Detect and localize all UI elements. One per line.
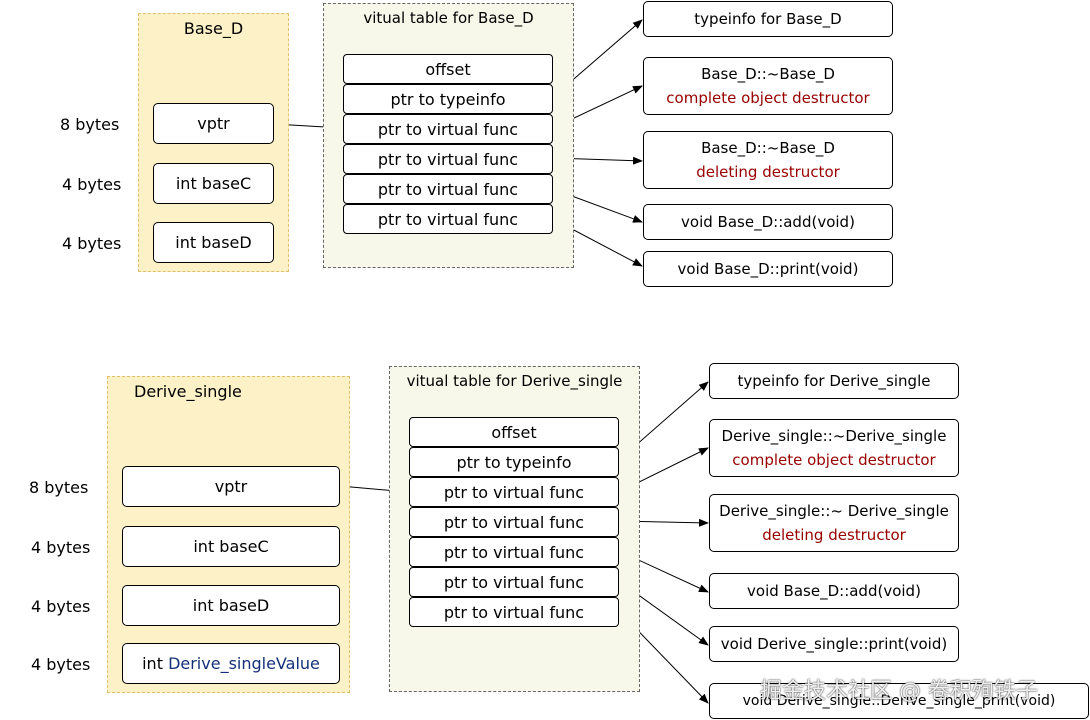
target-line: Derive_single::~ Derive_single: [719, 502, 949, 520]
field-int-basec: int baseC: [122, 526, 340, 567]
target-line: void Derive_single::Derive_single_print(…: [742, 693, 1056, 709]
target-line: void Base_D::add(void): [681, 213, 855, 231]
target-typeinfo: typeinfo for Derive_single: [709, 363, 959, 399]
target-line: typeinfo for Base_D: [694, 10, 842, 28]
vtable-cell-typeinfo: ptr to typeinfo: [409, 447, 619, 477]
target-typeinfo: typeinfo for Base_D: [643, 1, 893, 37]
target-print: void Derive_single::print(void): [709, 626, 959, 662]
target-add: void Base_D::add(void): [643, 204, 893, 240]
field-size-label: 8 bytes: [60, 115, 120, 134]
target-sub-line: deleting destructor: [696, 163, 840, 181]
target-sub-line: deleting destructor: [762, 526, 906, 544]
vtable-cell-offset: offset: [343, 54, 553, 84]
field-type: int: [142, 654, 169, 673]
vtable-cell-virtual-func: ptr to virtual func: [343, 114, 553, 144]
target-line: typeinfo for Derive_single: [737, 372, 931, 390]
target-complete-destructor: Derive_single::~Derive_single complete o…: [709, 419, 959, 477]
field-size-label: 4 bytes: [31, 655, 91, 674]
target-line: Base_D::~Base_D: [701, 139, 835, 157]
target-deleting-destructor: Base_D::~Base_D deleting destructor: [643, 131, 893, 189]
target-derive-single-print: void Derive_single::Derive_single_print(…: [709, 683, 1089, 719]
field-member-name: Derive_singleValue: [168, 654, 320, 673]
field-size-label: 4 bytes: [62, 234, 122, 253]
vtable-cell-offset: offset: [409, 417, 619, 447]
vtable-cell-virtual-func: ptr to virtual func: [409, 567, 619, 597]
target-line: void Base_D::print(void): [677, 260, 859, 278]
target-complete-destructor: Base_D::~Base_D complete object destruct…: [643, 57, 893, 115]
vtable-cell-virtual-func: ptr to virtual func: [343, 174, 553, 204]
field-size-label: 4 bytes: [62, 175, 122, 194]
vtable-cell-virtual-func: ptr to virtual func: [409, 507, 619, 537]
target-sub-line: complete object destructor: [732, 451, 936, 469]
field-size-label: 4 bytes: [31, 538, 91, 557]
vtable-cell-virtual-func: ptr to virtual func: [409, 597, 619, 627]
field-int-derive-single-value: int Derive_singleValue: [122, 643, 340, 684]
target-line: void Derive_single::print(void): [720, 635, 948, 653]
target-print: void Base_D::print(void): [643, 251, 893, 287]
field-vptr: vptr: [153, 103, 274, 144]
field-int-basec: int baseC: [153, 163, 274, 204]
field-vptr: vptr: [122, 466, 340, 507]
watermark: 掘金技术社区 @ 卷积殉铁子: [760, 679, 1038, 704]
vtable-cell-virtual-func: ptr to virtual func: [343, 144, 553, 174]
vtable-cell-virtual-func: ptr to virtual func: [343, 204, 553, 234]
field-size-label: 8 bytes: [29, 478, 89, 497]
object-title: Derive_single: [134, 382, 242, 401]
target-add: void Base_D::add(void): [709, 573, 959, 609]
target-deleting-destructor: Derive_single::~ Derive_single deleting …: [709, 494, 959, 552]
field-size-label: 4 bytes: [31, 597, 91, 616]
vtable-cell-virtual-func: ptr to virtual func: [409, 537, 619, 567]
target-line: Base_D::~Base_D: [701, 65, 835, 83]
target-sub-line: complete object destructor: [666, 89, 870, 107]
vtable-cell-typeinfo: ptr to typeinfo: [343, 84, 553, 114]
target-line: Derive_single::~Derive_single: [721, 427, 947, 445]
field-int-based: int baseD: [153, 222, 274, 263]
vtable-title: vitual table for Base_D: [363, 9, 534, 27]
field-int-based: int baseD: [122, 585, 340, 626]
target-line: void Base_D::add(void): [747, 582, 921, 600]
vtable-cell-virtual-func: ptr to virtual func: [409, 477, 619, 507]
vtable-title: vitual table for Derive_single: [406, 372, 623, 390]
object-title: Base_D: [183, 19, 244, 38]
